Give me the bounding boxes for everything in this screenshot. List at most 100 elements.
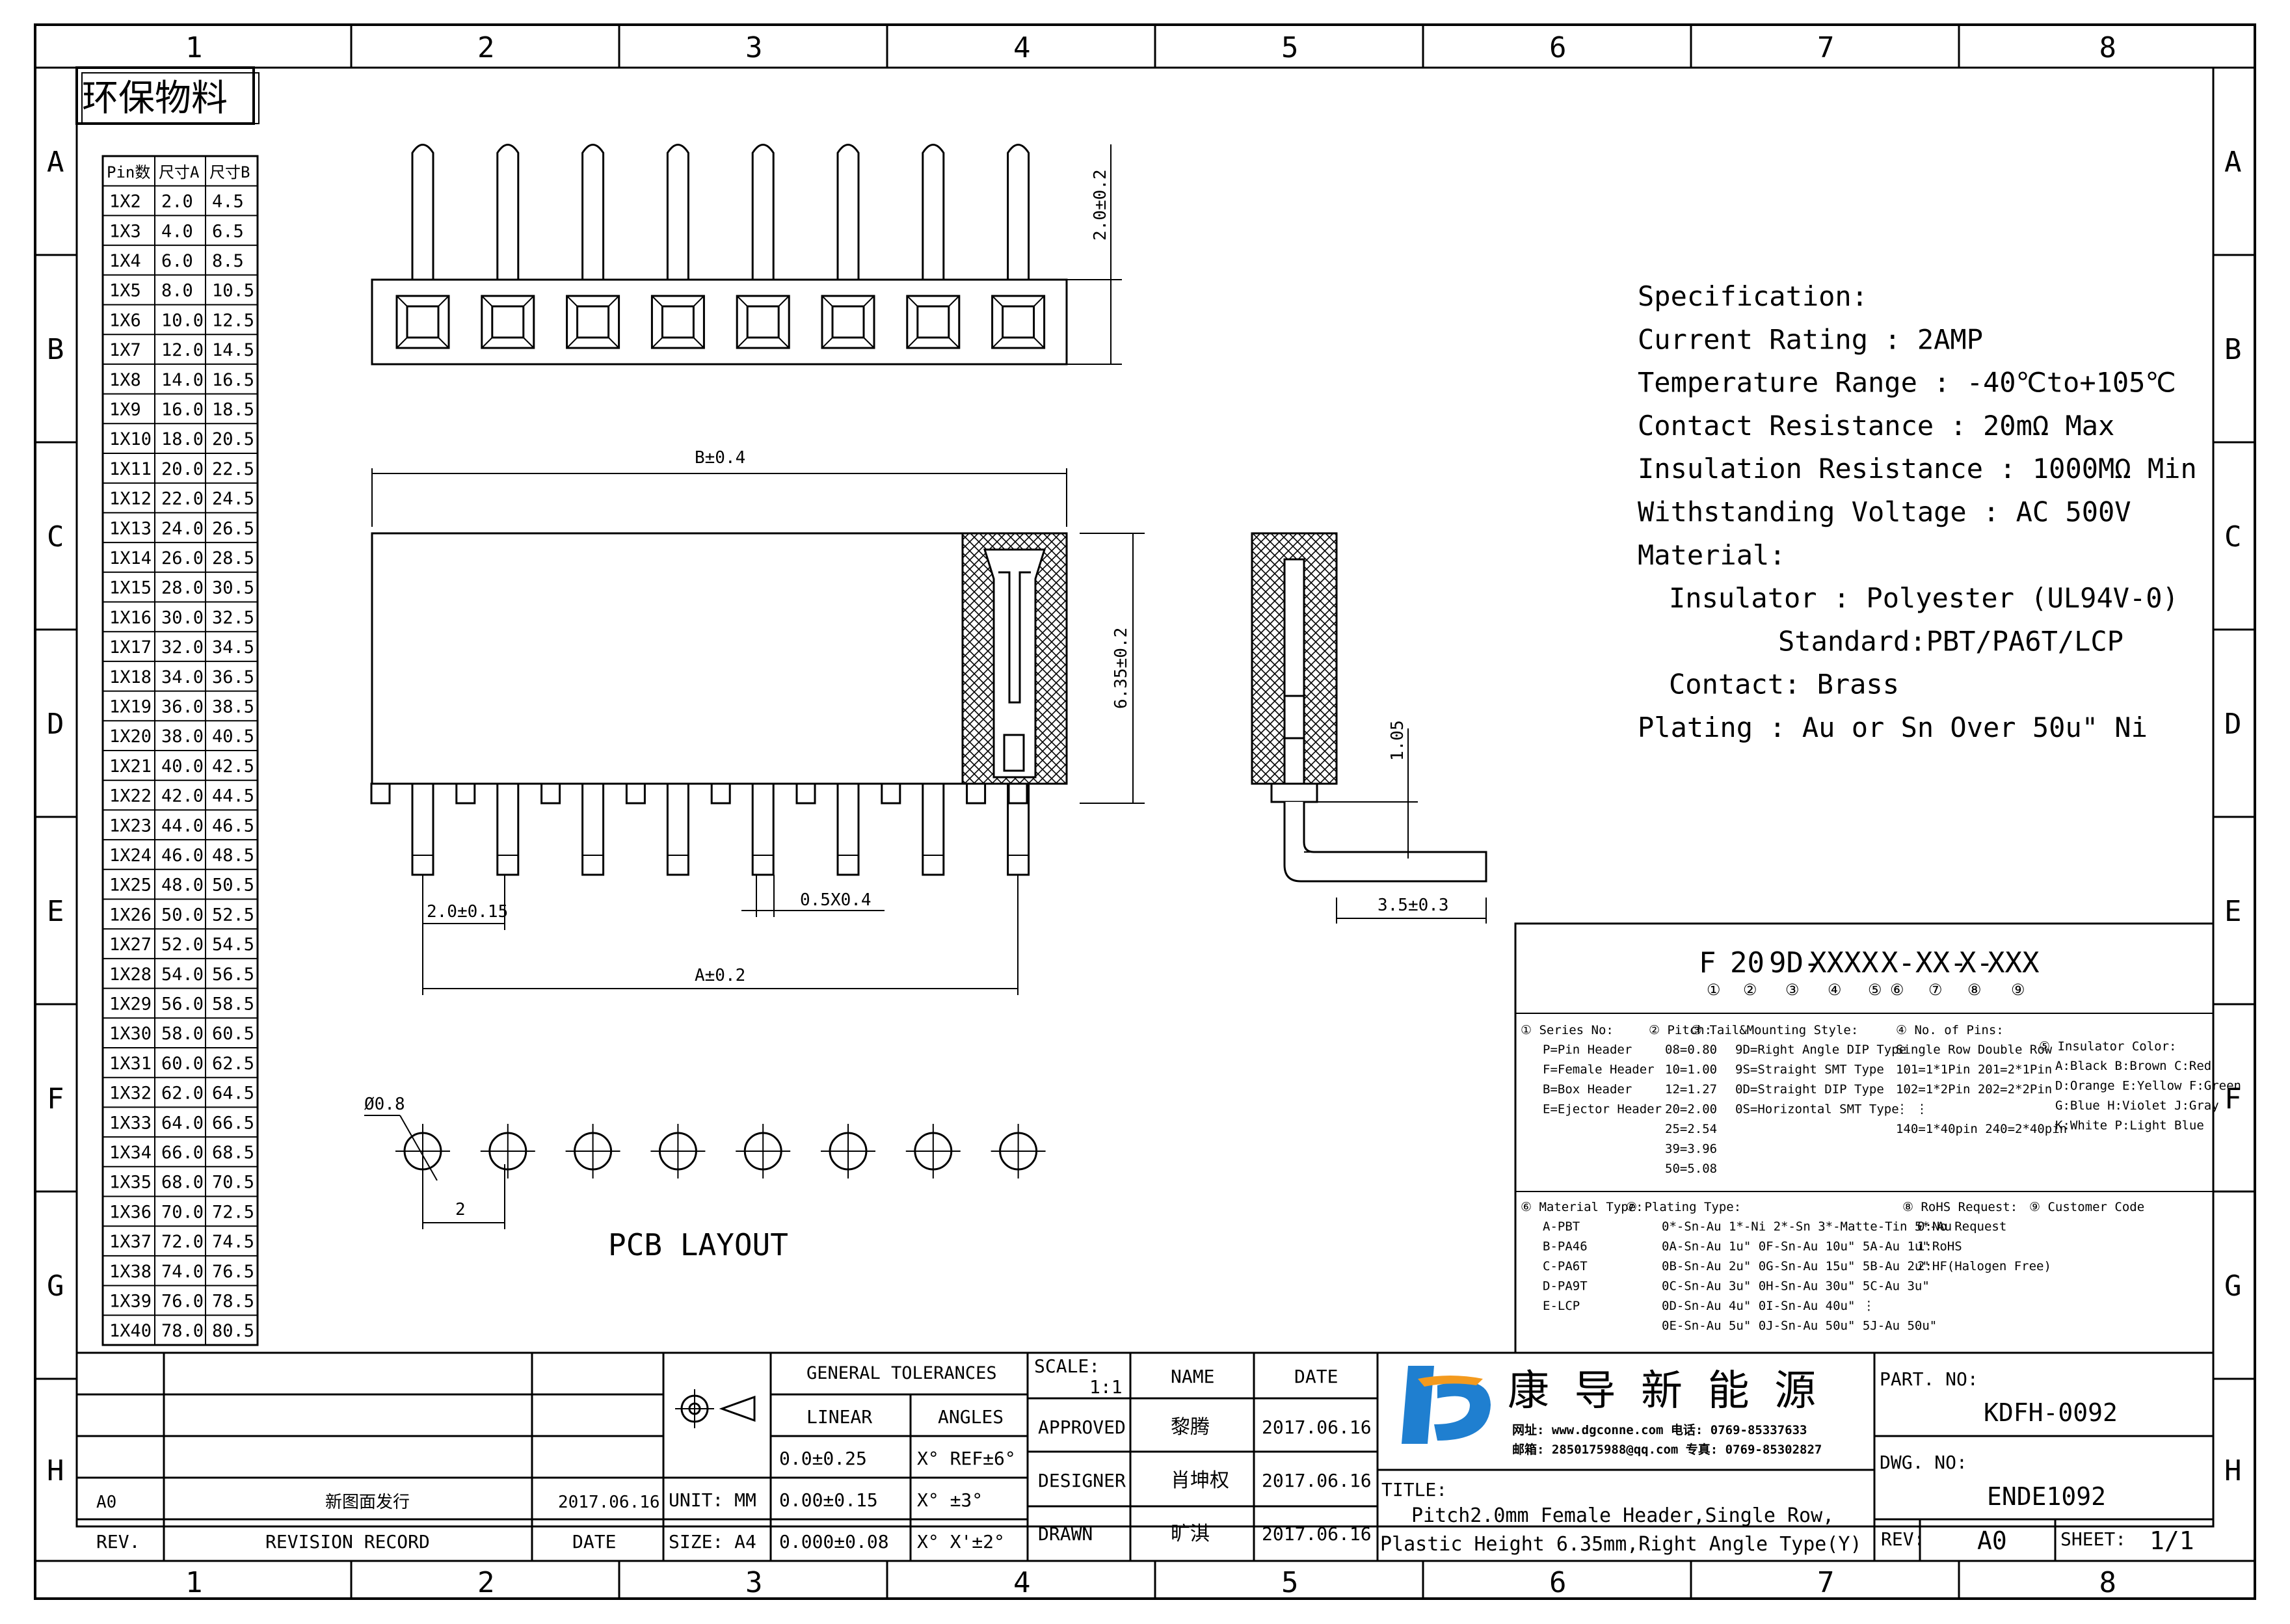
size-table-cell: 42.5 — [212, 756, 254, 777]
part-code-index: ④ — [1828, 981, 1842, 999]
size-table-cell: 54.0 — [161, 965, 204, 985]
grid-col-label: 6 — [1549, 31, 1567, 64]
size-table-cell: 64.0 — [161, 1113, 204, 1133]
grid-col-label: 5 — [1281, 1566, 1299, 1599]
legend-item: 0:No Request — [1917, 1219, 2006, 1234]
linear-label: LINEAR — [806, 1406, 872, 1428]
front-standoff — [710, 782, 731, 805]
size-table-cell: 1X15 — [109, 578, 152, 598]
legend-item: 0A-Sn-Au 1u" 0F-Sn-Au 10u" 5A-Au 1u" — [1662, 1240, 1930, 1254]
date-header-approval: DATE — [1294, 1366, 1338, 1387]
dim-body-length: B±0.4 — [695, 448, 745, 468]
size-table-cell: 1X29 — [109, 994, 152, 1015]
title-line-2: Plastic Height 6.35mm,Right Angle Type(Y… — [1380, 1533, 1862, 1556]
company-logo-icon — [1402, 1366, 1491, 1444]
eco-label: 环保物料 — [75, 66, 260, 125]
size-table-cell: 1X5 — [109, 281, 141, 301]
top-socket-inner — [916, 305, 950, 339]
dim-hole-dia: Ø0.8 — [364, 1095, 405, 1114]
pcb-dims — [364, 1115, 505, 1229]
legend-item: 2:HF(Halogen Free) — [1917, 1259, 2051, 1273]
legend-title: ⑦ Plating Type: — [1626, 1200, 1741, 1214]
size-label: SIZE: A4 — [669, 1531, 756, 1552]
revision-rev: A0 — [96, 1493, 116, 1512]
legend-item: 0C-Sn-Au 3u" 0H-Sn-Au 30u" 5C-Au 3u" — [1662, 1279, 1930, 1294]
grid-col-label: 4 — [1013, 1566, 1031, 1599]
size-table-cell: 20.5 — [212, 429, 254, 449]
dim-hole-pitch: 2 — [455, 1200, 466, 1219]
legend-title: ② Pitch: — [1649, 1023, 1712, 1037]
size-table-cell: 52.5 — [212, 905, 254, 925]
legend-item: 20=2.00 — [1665, 1102, 1717, 1117]
top-socket-inner — [661, 305, 695, 339]
size-table-cell: 1X32 — [109, 1084, 152, 1104]
grid-col-label: 8 — [2099, 1566, 2117, 1599]
size-table-cell: 1X24 — [109, 845, 152, 866]
grid-row-label: E — [2224, 895, 2242, 928]
front-pin — [411, 782, 434, 876]
front-standoff — [540, 782, 561, 805]
rev-header: REV. — [96, 1531, 140, 1552]
size-table-cell: 34.0 — [161, 667, 204, 687]
size-table-cell: 48.5 — [212, 845, 254, 866]
grid-col-label: 1 — [185, 31, 203, 64]
size-table-cell: 2.0 — [161, 192, 193, 212]
grid-row-label: A — [47, 146, 64, 179]
front-pin — [751, 782, 775, 876]
designer-date: 2017.06.16 — [1262, 1470, 1372, 1491]
size-table-cell: 1X12 — [109, 489, 152, 509]
part-code-index: ⑦ — [1928, 981, 1943, 999]
grid-row-label: D — [2224, 708, 2242, 741]
spec-line: Temperature Range : -40℃to+105℃ — [1638, 367, 2176, 399]
size-table-cell: 30.5 — [212, 578, 254, 598]
size-table-cell: 38.0 — [161, 726, 204, 747]
size-table-header: 尺寸A — [159, 163, 200, 181]
sheet-value: 1/1 — [2150, 1526, 2194, 1555]
legend-item: Single Row Double Row — [1896, 1043, 2053, 1057]
size-table-cell: 46.0 — [161, 845, 204, 866]
grid-row-label: B — [2224, 333, 2242, 366]
size-table-cell: 1X26 — [109, 905, 152, 925]
pcb-layout-label: PCB LAYOUT — [608, 1227, 788, 1262]
size-table-cell: 78.5 — [212, 1292, 254, 1312]
drawn-label: DRAWN — [1038, 1523, 1093, 1545]
top-pin — [836, 144, 860, 280]
tolerance-angles: X° ±3° — [917, 1489, 983, 1511]
top-pin — [922, 144, 945, 280]
size-table-cell: 28.5 — [212, 548, 254, 568]
size-table-cell: 14.5 — [212, 340, 254, 360]
size-table-cell: 10.5 — [212, 281, 254, 301]
drawn-name: 旷淇 — [1171, 1523, 1210, 1545]
approved-name: 黎腾 — [1171, 1416, 1210, 1439]
part-code-segment: X- — [1959, 946, 1993, 979]
legend-item: A-PBT — [1543, 1219, 1580, 1234]
scale-value: 1:1 — [1089, 1376, 1123, 1398]
size-table-cell: 1X25 — [109, 875, 152, 896]
top-socket-inner — [831, 305, 865, 339]
legend-item: 25=2.54 — [1665, 1122, 1717, 1136]
size-table-cell: 60.5 — [212, 1024, 254, 1044]
designer-label: DESIGNER — [1038, 1470, 1126, 1491]
grid-row-label: H — [2224, 1454, 2242, 1487]
size-table-cell: 58.0 — [161, 1024, 204, 1044]
drawing-frame — [34, 23, 2256, 1600]
legend-item: P=Pin Header — [1543, 1043, 1632, 1057]
size-table-cell: 1X38 — [109, 1262, 152, 1282]
grid-row-label: F — [47, 1082, 64, 1115]
size-table-cell: 70.0 — [161, 1202, 204, 1222]
part-code-segment: X- — [1881, 946, 1915, 979]
size-table-cell: 1X22 — [109, 786, 152, 806]
grid-row-label: F — [2224, 1082, 2242, 1115]
grid-col-label: 7 — [1817, 1566, 1835, 1599]
size-table-cell: 40.5 — [212, 726, 254, 747]
size-table-cell: 8.0 — [161, 281, 193, 301]
part-code-index: ③ — [1785, 981, 1800, 999]
front-standoff — [625, 782, 646, 805]
size-table-cell: 74.0 — [161, 1262, 204, 1282]
legend-item: 10=1.00 — [1665, 1063, 1717, 1077]
size-table-cell: 32.5 — [212, 607, 254, 628]
rev-value: A0 — [1977, 1526, 2007, 1555]
size-table-cell: 1X13 — [109, 518, 152, 539]
dim-span: A±0.2 — [695, 966, 745, 985]
part-no-label: PART. NO: — [1880, 1368, 1978, 1390]
